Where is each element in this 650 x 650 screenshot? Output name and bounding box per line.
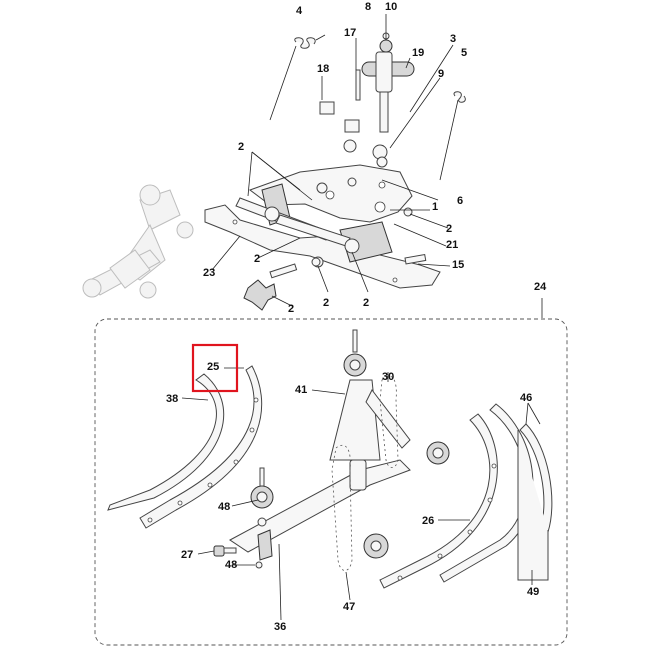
upper-plate <box>248 164 413 223</box>
callout-46[interactable]: 46 <box>520 392 532 404</box>
callout-49[interactable]: 49 <box>527 586 539 598</box>
callout-15[interactable]: 15 <box>452 259 464 271</box>
callout-26[interactable]: 26 <box>422 515 434 527</box>
callout-2e[interactable]: 2 <box>323 297 329 309</box>
torsion-spring-left <box>269 34 326 121</box>
center-arm-frame <box>229 379 411 561</box>
callout-8[interactable]: 8 <box>365 1 371 13</box>
lower-leaders <box>181 367 541 621</box>
callout-27[interactable]: 27 <box>181 549 193 561</box>
left-blade <box>107 373 225 511</box>
upper-wheel <box>343 329 367 377</box>
lower-wheel <box>363 533 389 559</box>
callout-41[interactable]: 41 <box>295 384 307 396</box>
torsion-spring-right <box>439 91 466 181</box>
right-blade <box>379 413 498 589</box>
blade-strip <box>139 365 263 529</box>
star-knob <box>243 263 298 311</box>
callout-5[interactable]: 5 <box>461 47 467 59</box>
callout-18[interactable]: 18 <box>317 63 329 75</box>
upper-leaders <box>211 14 543 318</box>
callout-4[interactable]: 4 <box>296 5 303 17</box>
callout-47[interactable]: 47 <box>343 601 355 613</box>
callout-6[interactable]: 6 <box>457 195 463 207</box>
callout-19[interactable]: 19 <box>412 47 424 59</box>
callout-48b[interactable]: 48 <box>225 559 237 571</box>
callout-10[interactable]: 10 <box>385 1 397 13</box>
callout-1[interactable]: 1 <box>432 201 438 213</box>
group-47-outline <box>331 444 353 571</box>
callout-21[interactable]: 21 <box>446 239 458 251</box>
callout-2f[interactable]: 2 <box>363 297 369 309</box>
callout-17[interactable]: 17 <box>344 27 356 39</box>
callout-2a[interactable]: 2 <box>238 141 244 153</box>
reference-mower-ghost <box>82 184 194 299</box>
kit-boundary <box>94 318 568 646</box>
highlight-box <box>191 343 239 393</box>
callout-48a[interactable]: 48 <box>218 501 230 513</box>
callout-2b[interactable]: 2 <box>446 223 452 235</box>
callout-2c[interactable]: 2 <box>254 253 260 265</box>
left-wheel <box>250 467 274 527</box>
callout-23[interactable]: 23 <box>203 267 215 279</box>
callout-2d[interactable]: 2 <box>288 303 294 315</box>
callout-3[interactable]: 3 <box>450 33 456 45</box>
base-plate <box>204 204 441 289</box>
callout-9[interactable]: 9 <box>438 68 444 80</box>
bracket-block <box>235 183 393 268</box>
right-spare-blade <box>517 423 553 581</box>
bolt <box>213 545 263 569</box>
callout-38[interactable]: 38 <box>166 393 178 405</box>
right-wheel <box>426 441 450 465</box>
callout-36[interactable]: 36 <box>274 621 286 633</box>
callout-30[interactable]: 30 <box>382 371 394 383</box>
callout-labels: 4 8 10 17 3 19 5 18 9 2 6 1 2 21 15 2 23… <box>166 1 547 633</box>
group-30-outline <box>379 375 399 468</box>
callout-25[interactable]: 25 <box>207 361 219 373</box>
handle-assembly <box>319 32 415 168</box>
callout-24[interactable]: 24 <box>534 281 547 293</box>
